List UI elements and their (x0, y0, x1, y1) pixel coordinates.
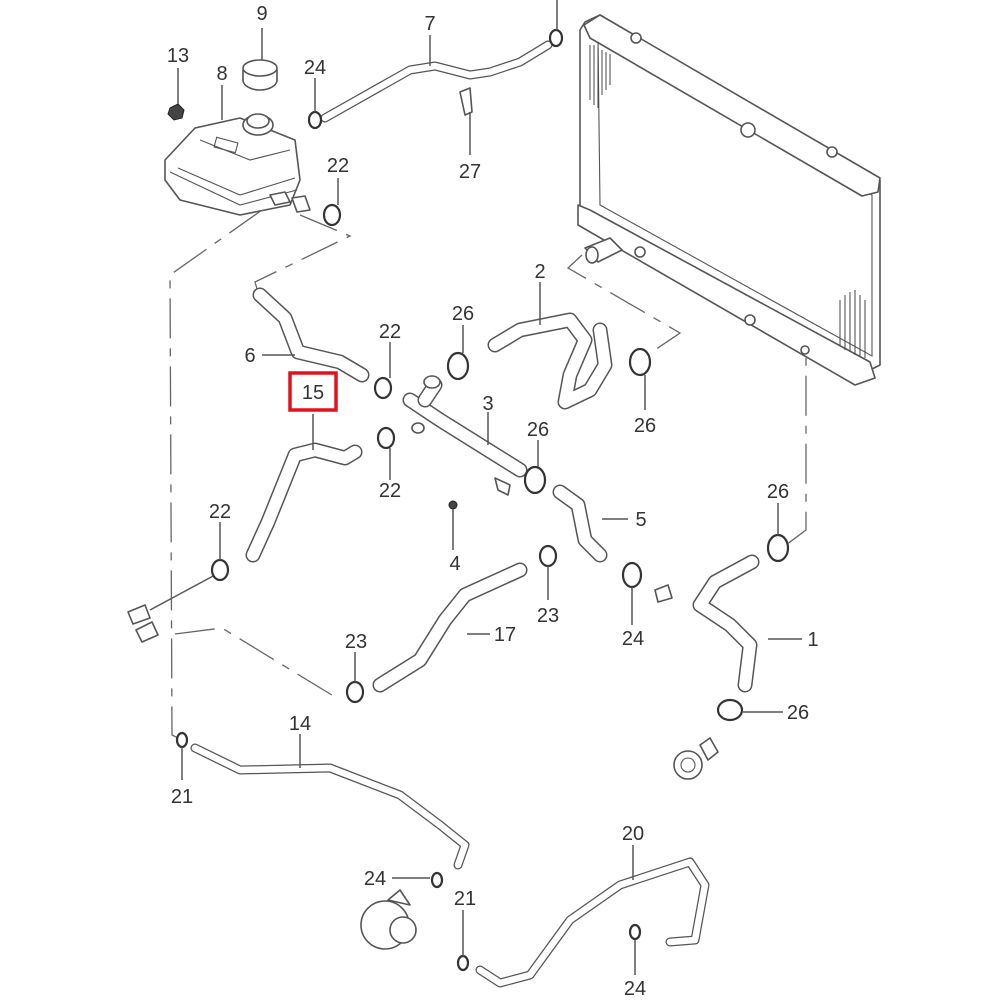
callout-7: 7 (424, 13, 435, 35)
clamp-22d (210, 558, 230, 582)
callout-24: 24 (304, 57, 326, 79)
callout-9: 9 (256, 3, 267, 25)
callout-26: 26 (767, 481, 789, 503)
pipe-connector (127, 574, 216, 643)
hose-20 (475, 857, 710, 988)
callout-6: 6 (244, 345, 255, 367)
callout-3: 3 (482, 393, 493, 415)
clamp-22b (373, 376, 393, 400)
coolant-pipe-3 (402, 375, 528, 496)
callout-23: 23 (537, 605, 559, 627)
hose-15 (245, 442, 363, 563)
nut (167, 103, 185, 121)
clamp-24a (307, 110, 323, 130)
callout-17: 17 (494, 624, 516, 646)
callout-14: 14 (289, 713, 311, 735)
clamp-26c (523, 465, 547, 495)
clamp-26d (766, 533, 790, 563)
clamp-26a (446, 351, 470, 381)
highlight-box (288, 371, 338, 412)
leader-lines (177, 0, 802, 975)
callout-26: 26 (452, 303, 474, 325)
clamp-24b (430, 871, 444, 889)
hose-7 (320, 40, 553, 123)
callout-20: 20 (622, 823, 644, 845)
clamp-23b (345, 680, 365, 704)
hose-2 (487, 312, 613, 410)
callout-24: 24 (624, 978, 646, 1000)
highlighted-callout-15[interactable]: 15 (288, 371, 338, 412)
callout-8: 8 (216, 63, 227, 85)
callout-21: 21 (171, 786, 193, 808)
callout-22: 22 (327, 155, 349, 177)
throttle-body (360, 889, 417, 950)
clamp-21a (175, 731, 189, 749)
hose-5 (552, 484, 673, 603)
callout-22: 22 (379, 480, 401, 502)
callout-26: 26 (787, 702, 809, 724)
clamp-25 (621, 561, 643, 589)
hose-6 (252, 287, 370, 383)
callout-15[interactable]: 15 (302, 382, 324, 404)
radiator (577, 14, 881, 386)
bolt-4 (448, 500, 458, 510)
callout-24: 24 (364, 868, 386, 890)
clamp-26e (716, 698, 744, 722)
callout-21: 21 (454, 888, 476, 910)
clamp-24c (628, 923, 642, 941)
clamp-22c (376, 426, 396, 450)
callout-5: 5 (635, 509, 646, 531)
hose-14 (190, 743, 470, 870)
callout-25: 24 (622, 628, 644, 650)
callout-labels: 9 7 13 8 24 22 27 2 26 22 6 3 26 26 22 2… (167, 3, 819, 1000)
clamp-top (548, 28, 564, 48)
clamp-23a (538, 544, 558, 568)
callout-23: 23 (345, 631, 367, 653)
callout-2: 2 (534, 261, 545, 283)
coolant-reservoir (164, 117, 311, 216)
clamp-21b (456, 954, 470, 972)
callout-27: 27 (459, 161, 481, 183)
thermostat-housing (673, 737, 719, 780)
clamp-26b (628, 347, 652, 377)
clamp-22a (322, 203, 342, 227)
callout-22: 22 (209, 501, 231, 523)
callout-26: 26 (634, 415, 656, 437)
callout-26: 26 (527, 419, 549, 441)
callout-1: 1 (807, 629, 818, 651)
callout-13: 13 (167, 45, 189, 67)
callout-22: 22 (379, 321, 401, 343)
hose-17 (372, 562, 528, 693)
reservoir-cap (242, 59, 278, 136)
hose-1 (692, 554, 760, 693)
bracket-27 (459, 87, 473, 116)
callout-4: 4 (449, 553, 460, 575)
